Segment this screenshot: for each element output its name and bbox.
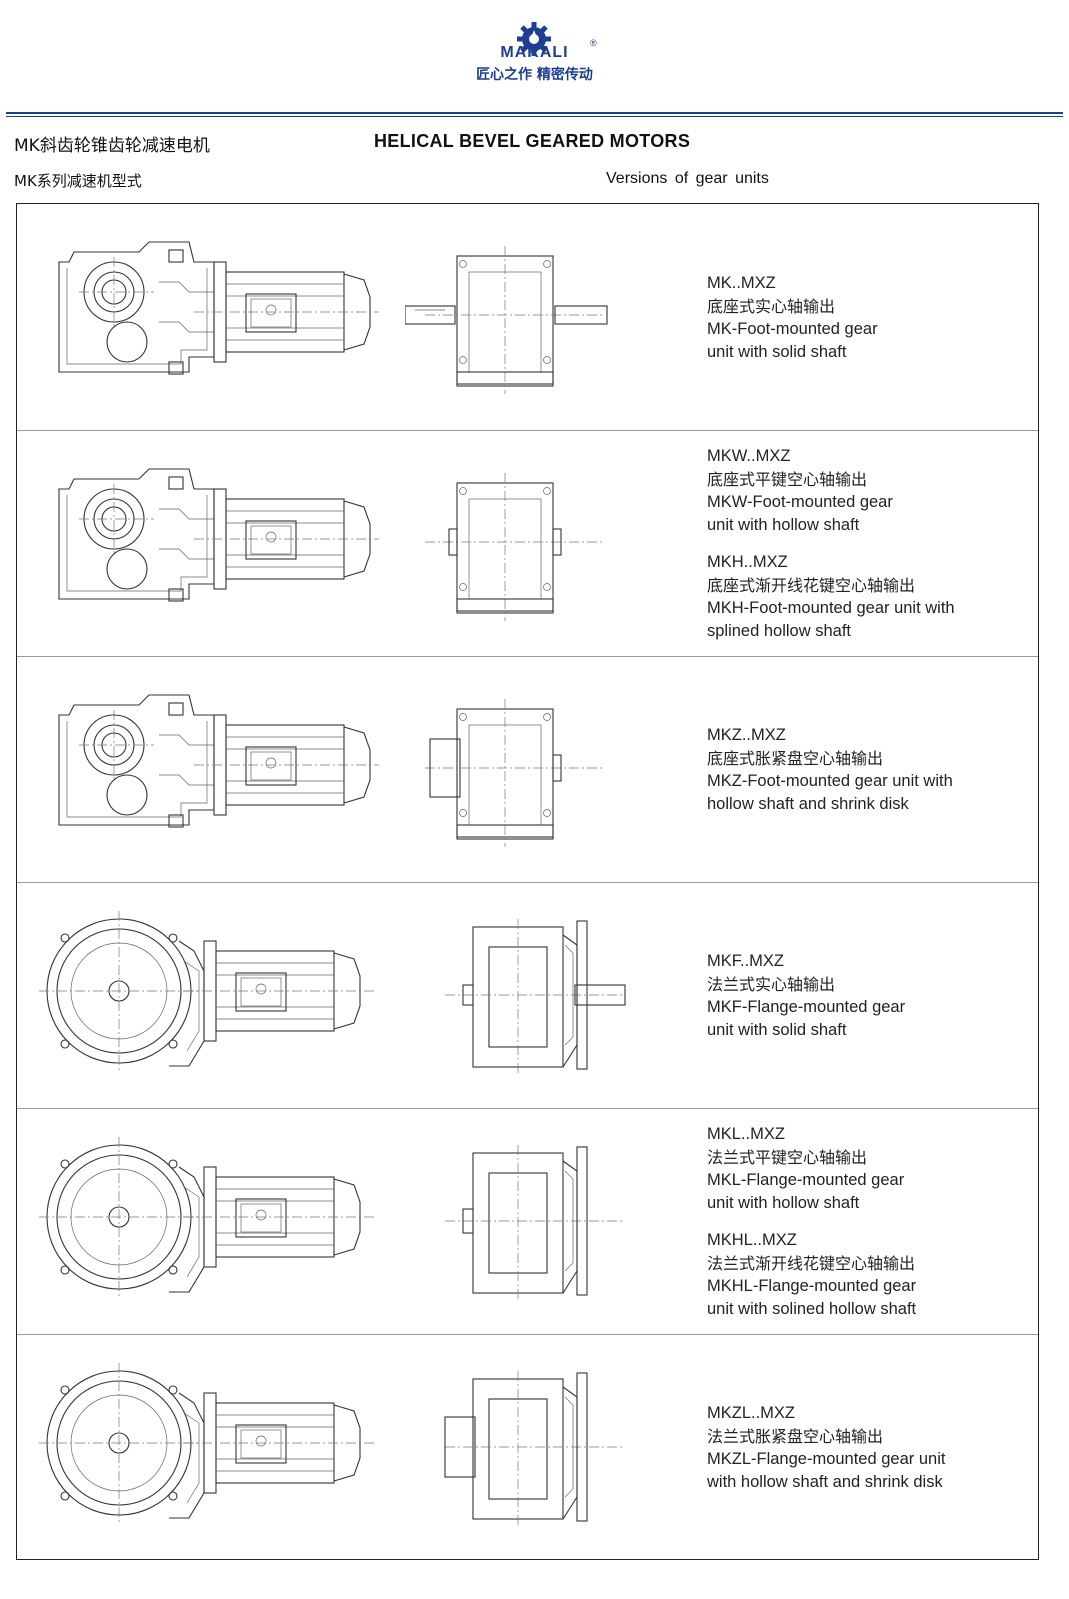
model-code: MKL..MXZ <box>707 1125 785 1143</box>
entry-gap <box>707 537 1027 551</box>
model-code: MKW..MXZ <box>707 447 791 465</box>
logo <box>0 22 1069 110</box>
front-view-drawing <box>405 246 608 394</box>
version-description: MKW..MXZ 底座式平键空心轴输出 MKW-Foot-mounted gear … <box>707 445 1027 643</box>
description-cn: 法兰式平键空心轴输出 <box>707 1148 868 1167</box>
description-cn: 底座式胀紧盘空心轴输出 <box>707 749 884 768</box>
version-description: MKF..MXZ 法兰式实心轴输出 MKF-Flange-mounted gear … <box>707 950 1027 1042</box>
version-row: MKW..MXZ 底座式平键空心轴输出 MKW-Foot-mounted gear … <box>17 431 1038 657</box>
page-title-cn: MK斜齿轮锥齿轮减速电机 <box>14 136 210 156</box>
header-divider <box>6 112 1063 114</box>
description-en: MKF-Flange-mounted gear unit with solid … <box>707 998 906 1039</box>
side-view-drawing <box>39 911 374 1071</box>
brand-name: MARALI <box>500 44 569 61</box>
description-en: MKH-Foot-mounted gear unit with splined … <box>707 599 955 640</box>
version-row: MKL..MXZ 法兰式平键空心轴输出 MKL-Flange-mounted gea… <box>17 1109 1038 1335</box>
side-view-drawing <box>58 694 379 828</box>
description-cn: 法兰式渐开线花键空心轴输出 <box>707 1254 916 1273</box>
section-subtitle-cn: MK系列减速机型式 <box>14 172 142 190</box>
description-cn: 底座式平键空心轴输出 <box>707 470 868 489</box>
front-view-drawing <box>445 1145 625 1301</box>
side-view-drawing <box>39 1363 374 1523</box>
model-code: MKHL..MXZ <box>707 1231 797 1249</box>
description-en: MK-Foot-mounted gear unit with solid sha… <box>707 320 878 361</box>
side-view-drawing <box>39 1137 374 1297</box>
model-code: MKH..MXZ <box>707 553 788 571</box>
header-divider-thin <box>6 116 1063 117</box>
section-subtitle-en: Versions of gear units <box>606 170 769 187</box>
version-description: MK..MXZ 底座式实心轴输出 MK-Foot-mounted gear unit… <box>707 272 1027 364</box>
front-view-drawing <box>425 473 605 621</box>
version-row: MKZ..MXZ 底座式胀紧盘空心轴输出 MKZ-Foot-mounted gear… <box>17 657 1038 883</box>
description-cn: 底座式实心轴输出 <box>707 297 836 316</box>
version-row: MKF..MXZ 法兰式实心轴输出 MKF-Flange-mounted gear … <box>17 883 1038 1109</box>
description-cn: 法兰式胀紧盘空心轴输出 <box>707 1427 884 1446</box>
gear-logo-icon <box>517 22 551 56</box>
description-en: MKZL-Flange-mounted gear unit with hollo… <box>707 1450 946 1491</box>
version-description: MKL..MXZ 法兰式平键空心轴输出 MKL-Flange-mounted gea… <box>707 1123 1027 1321</box>
model-code: MK..MXZ <box>707 274 776 292</box>
entry-gap <box>707 1215 1027 1229</box>
brand-slogan: 匠心之作 精密传动 <box>476 67 593 83</box>
version-row: MKZL..MXZ 法兰式胀紧盘空心轴输出 MKZL-Flange-mounted … <box>17 1335 1038 1561</box>
model-code: MKZL..MXZ <box>707 1404 796 1422</box>
description-en: MKL-Flange-mounted gear unit with hollow… <box>707 1171 905 1212</box>
side-view-drawing <box>58 468 379 602</box>
description-en: MKW-Foot-mounted gear unit with hollow s… <box>707 493 893 534</box>
side-view-drawing <box>58 241 379 375</box>
versions-table: MK..MXZ 底座式实心轴输出 MK-Foot-mounted gear unit… <box>16 203 1039 1560</box>
version-description: MKZL..MXZ 法兰式胀紧盘空心轴输出 MKZL-Flange-mounted … <box>707 1402 1027 1494</box>
version-description: MKZ..MXZ 底座式胀紧盘空心轴输出 MKZ-Foot-mounted gear… <box>707 724 1027 816</box>
page-title-en: HELICAL BEVEL GEARED MOTORS <box>374 131 691 151</box>
front-view-drawing <box>445 919 626 1075</box>
registered-mark: ® <box>590 38 597 48</box>
description-cn: 法兰式实心轴输出 <box>707 975 836 994</box>
front-view-drawing <box>425 699 605 847</box>
model-code: MKZ..MXZ <box>707 726 786 744</box>
model-code: MKF..MXZ <box>707 952 784 970</box>
description-cn: 底座式渐开线花键空心轴输出 <box>707 576 916 595</box>
front-view-drawing <box>444 1371 625 1527</box>
version-row: MK..MXZ 底座式实心轴输出 MK-Foot-mounted gear unit… <box>17 204 1038 431</box>
description-en: MKZ-Foot-mounted gear unit with hollow s… <box>707 772 953 813</box>
description-en: MKHL-Flange-mounted gear unit with solin… <box>707 1277 917 1318</box>
